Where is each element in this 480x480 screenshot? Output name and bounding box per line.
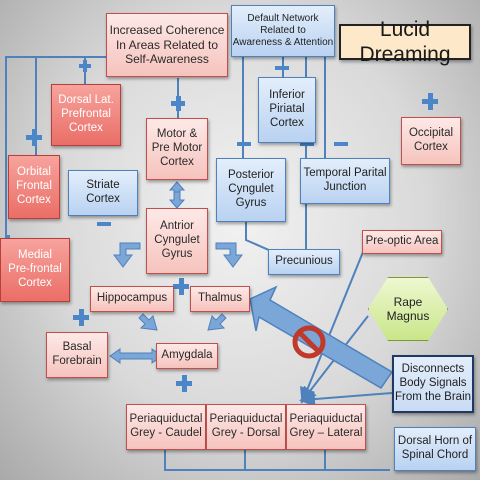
raphe-magnus-node: Rape Magnus <box>368 277 448 341</box>
anterior-cingulate-node: Antrior Cyngulet Gyrus <box>146 208 208 274</box>
temporal-parietal-node: Temporal Parital Junction <box>300 158 390 204</box>
minus-icon <box>334 142 348 146</box>
motor-premotor-node: Motor & Pre Motor Cortex <box>146 118 208 180</box>
increased-coherence-node: Increased Coherence In Areas Related to … <box>106 13 228 77</box>
minus-icon <box>97 222 111 226</box>
pag-lateral-node: Periaquiductal Grey – Lateral <box>286 404 366 450</box>
striate-node: Striate Cortex <box>68 170 138 216</box>
occipital-node: Occipital Cortex <box>401 117 461 165</box>
dorsal-lat-prefrontal-node: Dorsal Lat. Prefrontal Cortex <box>51 84 121 146</box>
default-network-node: Default Network Related to Awareness & A… <box>231 5 335 57</box>
pag-bracket-lines <box>164 450 390 471</box>
pag-caudel-node: Periaquiductal Grey - Caudel <box>126 404 206 450</box>
inferior-parietal-node: Inferior Piriatal Cortex <box>258 77 316 143</box>
minus-icons <box>97 66 348 226</box>
plus-icon <box>26 129 42 146</box>
plus-icon <box>176 375 192 392</box>
basal-forebrain-node: Basal Forebrain <box>46 332 108 378</box>
amygdala-node: Amygdala <box>156 343 218 369</box>
precuneus-node: Precunious <box>268 249 340 275</box>
block-symbol <box>292 325 326 359</box>
preoptic-area-node: Pre-optic Area <box>362 230 442 254</box>
plus-icon <box>173 278 189 295</box>
disconnects-note: Disconnects Body Signals From the Brain <box>392 355 474 413</box>
thalamus-node: Thalmus <box>190 286 250 312</box>
orbital-frontal-node: Orbital Frontal Cortex <box>8 155 60 219</box>
hippocampus-node: Hippocampus <box>90 286 174 312</box>
minus-icon <box>300 142 314 146</box>
plus-icon <box>171 96 185 111</box>
diagram-title: Lucid Dreaming <box>339 18 471 66</box>
medial-prefrontal-node: Medial Pre-frontal Cortex <box>0 238 70 302</box>
plus-icon <box>422 93 438 110</box>
plus-icon <box>73 309 89 326</box>
minus-icon <box>275 66 289 70</box>
dorsal-horn-node: Dorsal Horn of Spinal Chord <box>394 427 476 471</box>
pag-dorsal-node: Periaquiductal Grey - Dorsal <box>206 404 286 450</box>
posterior-cingulate-node: Posterior Cyngulet Gyrus <box>216 158 286 222</box>
minus-icon <box>237 142 251 146</box>
plus-icon <box>79 60 91 72</box>
